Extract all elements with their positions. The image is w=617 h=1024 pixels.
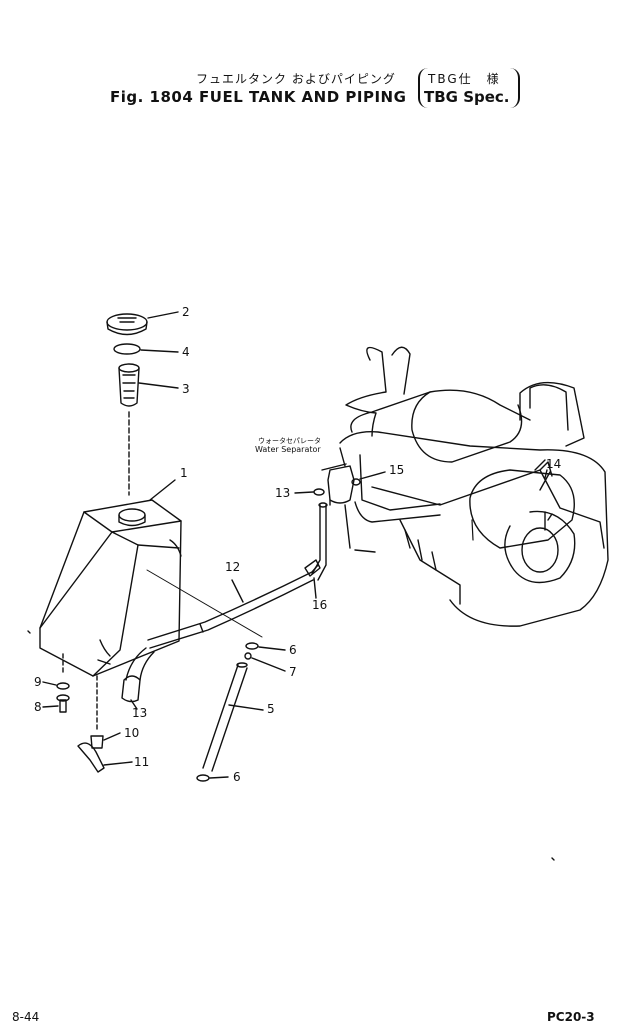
part-label: 6 (289, 643, 297, 657)
part-label: 14 (546, 457, 561, 471)
spec-label: TBG Spec. (424, 88, 510, 106)
spec-japanese: TBG仕 様 (428, 72, 501, 86)
drain-parts (42, 653, 133, 773)
page-number: 8-44 (12, 1010, 40, 1024)
spec-bracket (418, 68, 520, 108)
reference-line (146, 569, 263, 638)
part-label: 3 (182, 382, 190, 396)
part-label: 2 (182, 305, 190, 319)
leader-14 (544, 469, 548, 479)
hose-12 (147, 564, 319, 649)
part-label: 10 (124, 726, 139, 740)
stray-marks (27, 630, 555, 861)
water-separator-label-jp: ウォータセパレータ (258, 437, 321, 445)
part-label: 15 (389, 463, 404, 477)
part-label: 9 (34, 675, 42, 689)
return-line (125, 647, 155, 681)
part-label: 1 (180, 466, 188, 480)
clamp-lower (196, 774, 229, 782)
fuel-tank (39, 479, 182, 677)
part-label: 8 (34, 700, 42, 714)
leader-14b (539, 471, 551, 491)
hose-5 (202, 662, 264, 772)
title-japanese: フュエルタンク およびパイピング (196, 72, 396, 86)
part-label: 13 (132, 706, 147, 720)
part-label: 12 (225, 560, 240, 574)
water-separator-label: Water Separator (255, 445, 321, 454)
part-label: 16 (312, 598, 327, 612)
part-labels: 1 2 3 4 5 6 6 7 8 9 10 11 12 13 13 14 15… (34, 305, 561, 784)
o-ring (113, 343, 179, 355)
clamps-upper (244, 642, 286, 672)
strainer (118, 363, 179, 496)
part-label: 4 (182, 345, 190, 359)
part-label: 5 (267, 702, 275, 716)
model-number: PC20-3 (547, 1010, 595, 1024)
engine (339, 346, 609, 627)
part-label: 6 (233, 770, 241, 784)
figure-title: Fig. 1804 FUEL TANK AND PIPING (110, 88, 407, 106)
fuel-cap (106, 311, 179, 336)
clip-lower (121, 675, 141, 710)
engine-line (471, 519, 474, 541)
part-label: 7 (289, 665, 297, 679)
water-separator (294, 447, 386, 553)
part-label: 11 (134, 755, 149, 769)
part-label: 13 (275, 486, 290, 500)
hose-16 (304, 502, 328, 599)
